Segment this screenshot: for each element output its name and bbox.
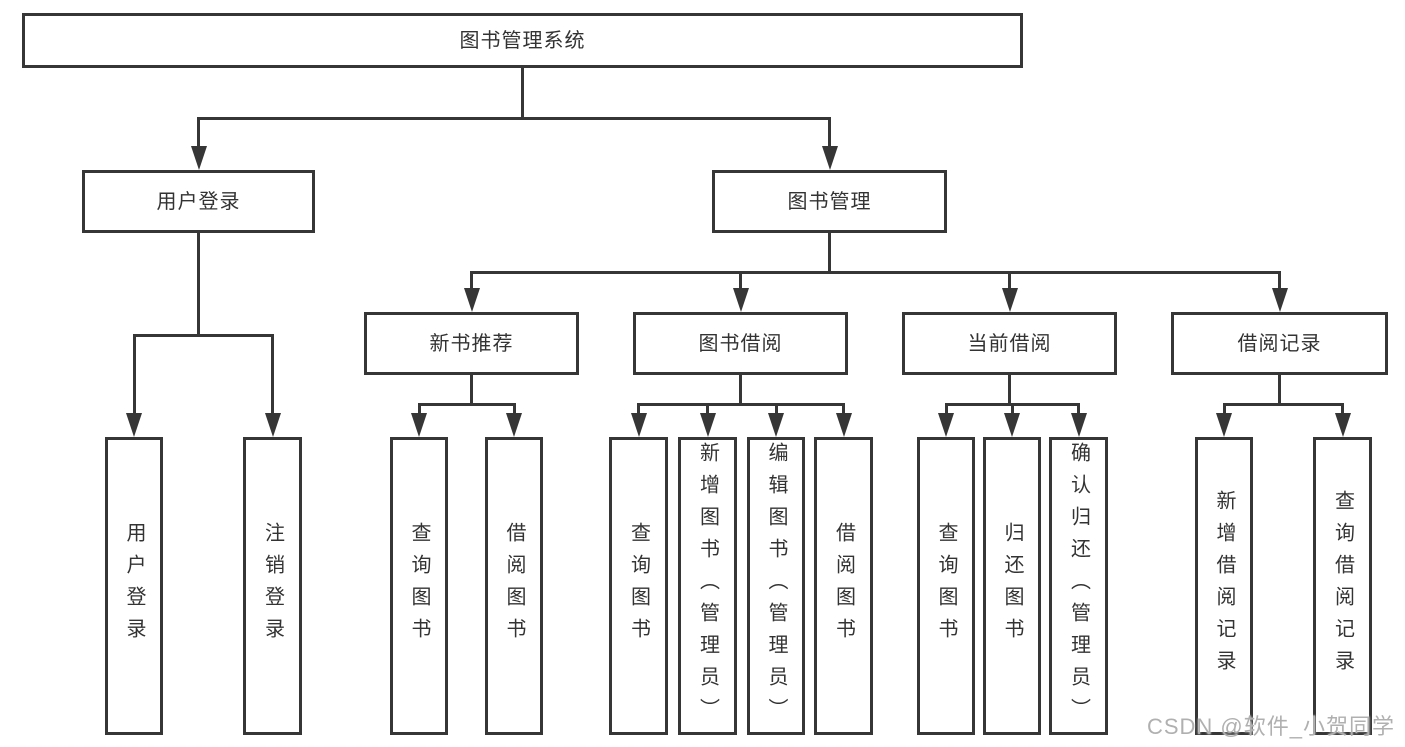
arrow-down-icon — [938, 413, 954, 437]
connector-bar — [637, 402, 845, 406]
connector-stem — [521, 68, 524, 118]
node-label: 新增借阅记录 — [1213, 490, 1235, 682]
connector-drop — [842, 404, 845, 419]
node-label: 查询借阅记录 — [1331, 490, 1354, 682]
connector-drop — [512, 404, 516, 419]
connector-stem — [828, 233, 831, 272]
connector-drop — [470, 272, 473, 294]
connector-drop — [1278, 272, 1281, 294]
node-label: 用户登录 — [156, 190, 241, 213]
node-new-book-rec: 新书推荐 — [364, 312, 579, 375]
node-label: 当前借阅 — [967, 332, 1052, 355]
node-br-add-record: 新增借阅记录 — [1195, 437, 1253, 735]
connector-bar — [132, 333, 274, 337]
node-label: 新增图书（管理员） — [696, 442, 719, 730]
arrow-down-icon — [190, 146, 207, 170]
connector-drop — [1008, 272, 1011, 294]
csdn-watermark: CSDN @软件_小贺同学 — [1146, 714, 1395, 739]
node-br-query-record: 查询借阅记录 — [1313, 437, 1372, 735]
connector-drop — [417, 404, 421, 419]
arrow-down-icon — [732, 288, 749, 312]
node-label: 借阅图书 — [503, 522, 525, 650]
node-label: 图书借阅 — [698, 332, 783, 355]
node-label: 归还图书 — [1001, 522, 1023, 650]
connector-bar — [417, 402, 516, 406]
connector-drop — [197, 118, 200, 152]
arrow-down-icon — [835, 413, 852, 437]
node-bb-add-books: 新增图书（管理员） — [678, 437, 737, 735]
node-nb-query-books: 查询图书 — [390, 437, 448, 735]
connector-drop — [132, 335, 136, 419]
node-book-management: 图书管理 — [712, 170, 947, 233]
connector-drop — [637, 404, 640, 419]
node-bb-query-books: 查询图书 — [609, 437, 668, 735]
arrow-down-icon — [506, 413, 522, 437]
arrow-down-icon — [630, 413, 647, 437]
node-current-borrowing: 当前借阅 — [902, 312, 1117, 375]
arrow-down-icon — [699, 413, 716, 437]
connector-drop — [828, 118, 831, 152]
node-bb-borrow-books: 借阅图书 — [814, 437, 873, 735]
node-bb-edit-books: 编辑图书（管理员） — [747, 437, 805, 735]
node-label: 借阅图书 — [832, 522, 855, 650]
connector-drop — [1077, 404, 1080, 419]
node-label: 查询图书 — [935, 522, 957, 650]
node-cb-return-books: 归还图书 — [983, 437, 1041, 735]
connector-stem — [470, 375, 473, 404]
connector-stem — [197, 233, 200, 335]
arrow-down-icon — [126, 413, 142, 437]
connector-bar — [470, 270, 1281, 274]
arrow-down-icon — [411, 413, 427, 437]
arrow-down-icon — [1271, 288, 1288, 312]
node-leaf-logout: 注销登录 — [243, 437, 302, 735]
arrow-down-icon — [1216, 413, 1232, 437]
node-label: 用户登录 — [123, 522, 145, 650]
node-label: 图书管理系统 — [459, 29, 586, 52]
connector-stem — [1008, 375, 1011, 404]
node-label: 图书管理 — [787, 190, 872, 213]
node-label: 注销登录 — [261, 522, 284, 650]
arrow-down-icon — [1070, 413, 1087, 437]
node-label: 查询图书 — [408, 522, 430, 650]
node-label: 确认归还（管理员） — [1067, 442, 1090, 730]
node-nb-borrow-books: 借阅图书 — [485, 437, 543, 735]
connector-drop — [739, 272, 742, 294]
node-label: 编辑图书（管理员） — [765, 442, 787, 730]
connector-drop — [271, 335, 274, 419]
arrow-down-icon — [768, 413, 784, 437]
arrow-down-icon — [1334, 413, 1351, 437]
connector-drop — [1222, 404, 1226, 419]
connector-drop — [1341, 404, 1344, 419]
connector-bar — [197, 116, 831, 120]
node-label: 新书推荐 — [429, 332, 514, 355]
arrow-down-icon — [463, 288, 480, 312]
connector-bar — [1222, 402, 1344, 406]
node-cb-confirm-return: 确认归还（管理员） — [1049, 437, 1108, 735]
connector-stem — [1278, 375, 1281, 404]
connector-drop — [774, 404, 778, 419]
connector-drop — [944, 404, 948, 419]
connector-stem — [739, 375, 742, 404]
arrow-down-icon — [821, 146, 838, 170]
node-cb-query-books: 查询图书 — [917, 437, 975, 735]
node-borrowing-records: 借阅记录 — [1171, 312, 1388, 375]
node-book-borrowing: 图书借阅 — [633, 312, 848, 375]
arrow-down-icon — [264, 413, 281, 437]
arrow-down-icon — [1001, 288, 1018, 312]
node-root: 图书管理系统 — [22, 13, 1023, 68]
node-label: 查询图书 — [627, 522, 650, 650]
node-leaf-user-login: 用户登录 — [105, 437, 163, 735]
node-label: 借阅记录 — [1237, 332, 1322, 355]
arrow-down-icon — [1004, 413, 1020, 437]
connector-drop — [1010, 404, 1014, 419]
node-user-login: 用户登录 — [82, 170, 315, 233]
connector-drop — [706, 404, 709, 419]
